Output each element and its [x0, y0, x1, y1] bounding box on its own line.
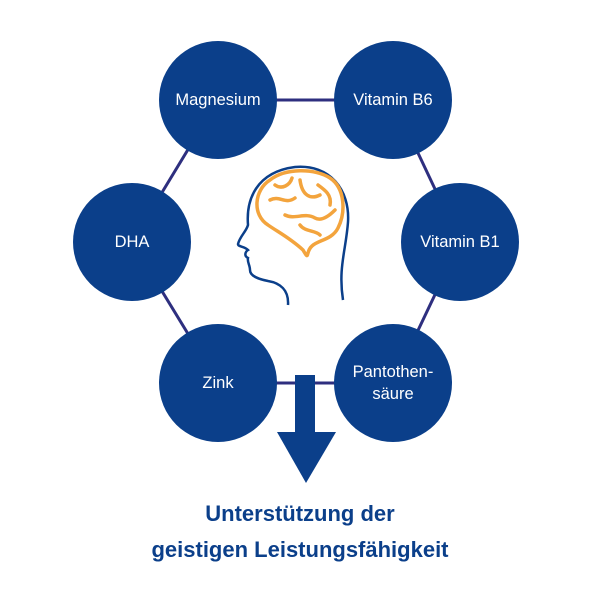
node-label-line2: säure	[372, 385, 414, 403]
node-label: Zink	[202, 374, 234, 392]
node-vitamin-b1: Vitamin B1	[401, 183, 519, 301]
title-line-1: Unterstützung der	[205, 501, 395, 526]
node-label: Vitamin B6	[353, 91, 433, 109]
node-label-line1: Pantothen-	[352, 363, 434, 381]
node-label: Vitamin B1	[420, 233, 500, 251]
node-label: Magnesium	[175, 91, 261, 109]
node-zink: Zink	[159, 324, 277, 442]
head-brain-icon	[236, 165, 350, 306]
down-arrow-icon	[277, 375, 336, 483]
node-magnesium: Magnesium	[159, 41, 277, 159]
node-pantothensaeure: Pantothen- säure	[334, 324, 452, 442]
node-dha: DHA	[73, 183, 191, 301]
node-label: DHA	[114, 233, 150, 251]
node-vitamin-b6: Vitamin B6	[334, 41, 452, 159]
title-line-2: geistigen Leistungsfähigkeit	[151, 537, 449, 562]
diagram-title: Unterstützung der geistigen Leistungsfäh…	[0, 496, 600, 568]
